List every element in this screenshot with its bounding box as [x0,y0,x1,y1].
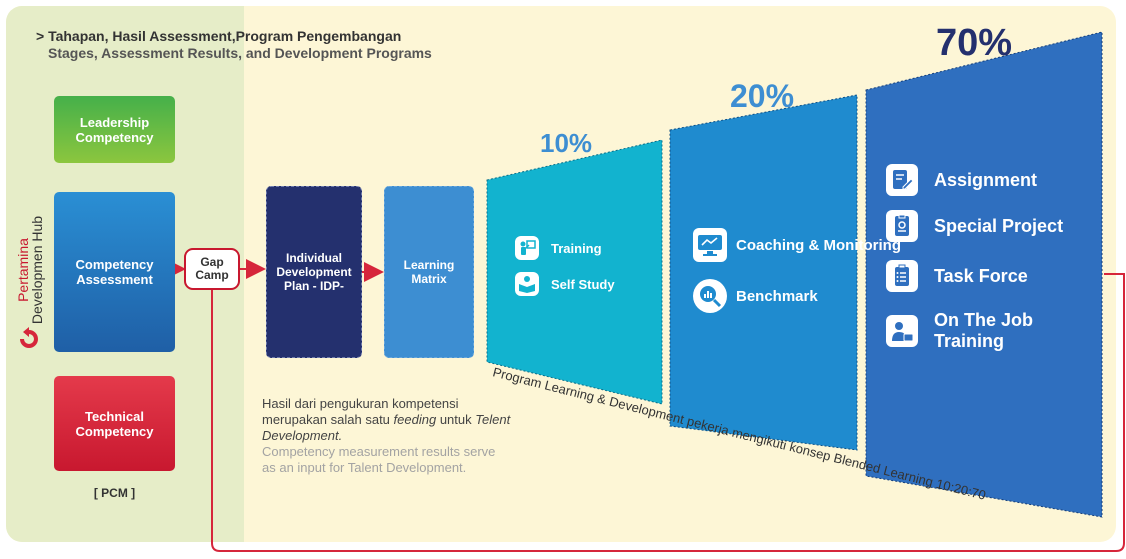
document-pen-icon [886,164,918,196]
magnifier-chart-icon [693,279,727,313]
stage-70-shape [865,31,1103,518]
clipboard-gear-icon [886,210,918,242]
stage-20-percent: 20% [730,78,795,114]
description-en-text: Competency measurement results serve as … [262,444,496,475]
stage-70-item-label: Task Force [934,265,1028,286]
gap-camp-box: Gap Camp [184,248,240,290]
monitor-icon [693,228,727,262]
description-id-text2: untuk [439,412,472,427]
book-reader-icon [515,272,539,296]
stage-70-item-label: Assignment [934,169,1038,190]
checklist-icon [886,260,918,292]
stage-70-item-special-project: Special Project [886,210,1063,242]
stage-10-shape [486,139,663,405]
feedback-loop-line [211,273,1125,552]
stage-70-item-label: On The Job Training [934,310,1033,351]
stage-10-item-label: Training [551,240,602,256]
stage-20-item-label: Coaching & Monitoring [736,236,901,254]
stage-70-item-assignment: Assignment [886,164,1037,196]
description-id-italic1: feeding [393,412,437,427]
stage-70-item-task-force: Task Force [886,260,1028,292]
stage-10-item-training: Training [515,236,602,260]
description-id-text: Hasil dari pengukuran kompetensi merupak… [262,396,459,427]
competency-assessment-box: Competency Assessment [54,192,175,352]
idp-box: Individual Development Plan - IDP- [266,186,362,358]
stage-20-shape [669,94,858,451]
trainer-icon [515,236,539,260]
learning-matrix-box: Learning Matrix [384,186,474,358]
stage-70-item-ojt: On The Job Training [886,310,1044,352]
hub-logo-icon [20,327,38,348]
page-title: > Tahapan, Hasil Assessment,Program Peng… [36,28,432,62]
title-english: Stages, Assessment Results, and Developm… [48,45,432,61]
description-id-italic2: Telent Development. [262,412,511,443]
leadership-competency-box: Leadership Competency [54,96,175,163]
stage-10-item-label: Self Study [551,276,615,292]
stage-20-item-coaching: Coaching & Monitoring [693,228,901,262]
stage-10-item-self-study: Self Study [515,272,615,296]
hub-name-line2: Developmen Hub [29,215,45,325]
stage-70-item-label: Special Project [934,215,1064,236]
technical-competency-box: Technical Competency [54,376,175,471]
stage-70-percent: 70% [936,22,1013,64]
stage-10-percent: 10% [540,128,593,158]
stage-20-item-benchmark: Benchmark [693,279,818,313]
description-text: Hasil dari pengukuran kompetensi merupak… [262,396,512,476]
stage-20-item-label: Benchmark [736,287,818,305]
hub-name-line1: Pertamina [15,238,31,302]
person-briefcase-icon [886,315,918,347]
pcm-label: [ PCM ] [93,486,136,500]
title-indonesian: > Tahapan, Hasil Assessment,Program Peng… [36,28,402,44]
